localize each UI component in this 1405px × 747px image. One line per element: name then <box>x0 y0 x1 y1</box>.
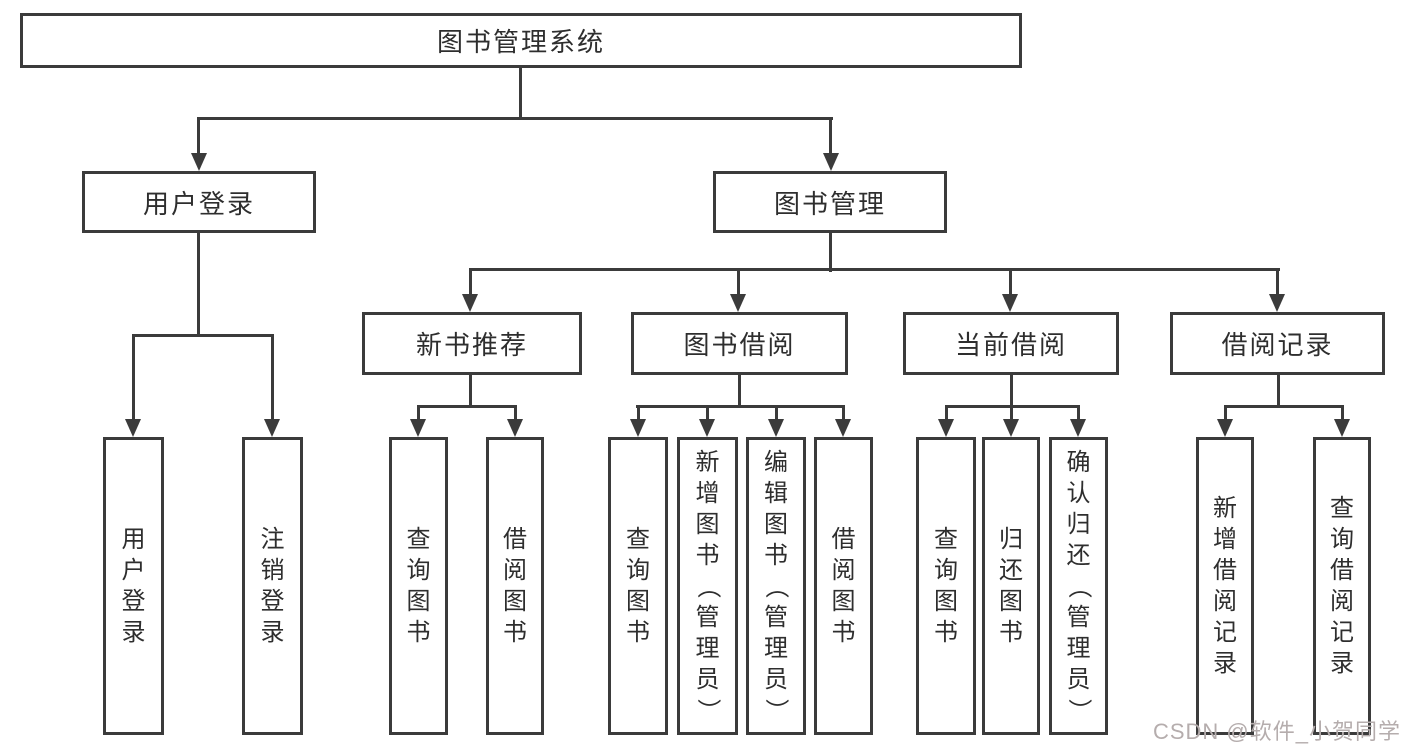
node-book-borrow: 图书借阅 <box>631 312 848 375</box>
connector-line <box>1277 374 1280 408</box>
leaf-query-books-recommend: 查询图书 <box>389 437 448 735</box>
leaf-borrow-books-borrow: 借阅图书 <box>814 437 873 735</box>
arrow-down-icon <box>699 419 715 437</box>
arrow-down-icon <box>835 419 851 437</box>
arrow-down-icon <box>938 419 954 437</box>
leaf-add-book-admin: 新增图书（管理员） <box>677 437 738 735</box>
arrow-down-icon <box>507 419 523 437</box>
connector-line <box>197 232 200 337</box>
arrow-down-icon <box>1002 294 1018 312</box>
arrow-down-icon <box>1334 419 1350 437</box>
connector-line <box>775 405 778 422</box>
leaf-add-borrow-record: 新增借阅记录 <box>1196 437 1254 735</box>
node-borrow-records: 借阅记录 <box>1170 312 1385 375</box>
connector-line <box>469 268 472 297</box>
connector-line <box>1010 405 1013 422</box>
node-user-login: 用户登录 <box>82 171 316 233</box>
leaf-query-borrow-record: 查询借阅记录 <box>1313 437 1371 735</box>
connector-line <box>842 405 845 422</box>
leaf-return-books: 归还图书 <box>982 437 1040 735</box>
connector-line <box>829 117 832 155</box>
watermark: CSDN @软件_小贺同学 <box>1152 719 1401 744</box>
connector-line <box>519 66 522 120</box>
arrow-down-icon <box>462 294 478 312</box>
connector-line <box>271 334 274 422</box>
arrow-down-icon <box>125 419 141 437</box>
leaf-query-books-current: 查询图书 <box>916 437 976 735</box>
arrow-down-icon <box>630 419 646 437</box>
leaf-query-books-borrow: 查询图书 <box>608 437 668 735</box>
leaf-logout: 注销登录 <box>242 437 303 735</box>
arrow-down-icon <box>1070 419 1086 437</box>
node-book-management: 图书管理 <box>713 171 947 233</box>
connector-line <box>132 334 274 337</box>
connector-line <box>637 405 640 422</box>
leaf-borrow-books-recommend: 借阅图书 <box>486 437 544 735</box>
arrow-down-icon <box>730 294 746 312</box>
connector-line <box>1341 405 1344 422</box>
connector-line <box>1224 405 1227 422</box>
leaf-user-login: 用户登录 <box>103 437 164 735</box>
connector-line <box>417 405 517 408</box>
connector-line <box>636 405 844 408</box>
leaf-edit-book-admin: 编辑图书（管理员） <box>746 437 806 735</box>
connector-line <box>1009 268 1012 297</box>
node-current-borrow: 当前借阅 <box>903 312 1119 375</box>
connector-line <box>132 334 135 422</box>
connector-line <box>706 405 709 422</box>
connector-line <box>829 232 832 272</box>
arrow-down-icon <box>410 419 426 437</box>
connector-line <box>1010 374 1013 408</box>
arrow-down-icon <box>823 153 839 171</box>
node-new-book-recommend: 新书推荐 <box>362 312 582 375</box>
arrow-down-icon <box>1003 419 1019 437</box>
connector-line <box>945 405 948 422</box>
connector-line <box>197 117 200 155</box>
arrow-down-icon <box>768 419 784 437</box>
arrow-down-icon <box>1269 294 1285 312</box>
connector-line <box>469 374 472 408</box>
arrow-down-icon <box>191 153 207 171</box>
connector-line <box>737 268 740 297</box>
connector-line <box>1276 268 1279 297</box>
connector-line <box>197 117 833 120</box>
leaf-confirm-return-admin: 确认归还（管理员） <box>1049 437 1108 735</box>
connector-line <box>1224 405 1343 408</box>
connector-line <box>469 268 1280 271</box>
arrow-down-icon <box>1217 419 1233 437</box>
connector-line <box>514 405 517 422</box>
arrow-down-icon <box>264 419 280 437</box>
connector-line <box>1077 405 1080 422</box>
node-root: 图书管理系统 <box>20 13 1022 68</box>
connector-line <box>738 374 741 408</box>
connector-line <box>417 405 420 422</box>
